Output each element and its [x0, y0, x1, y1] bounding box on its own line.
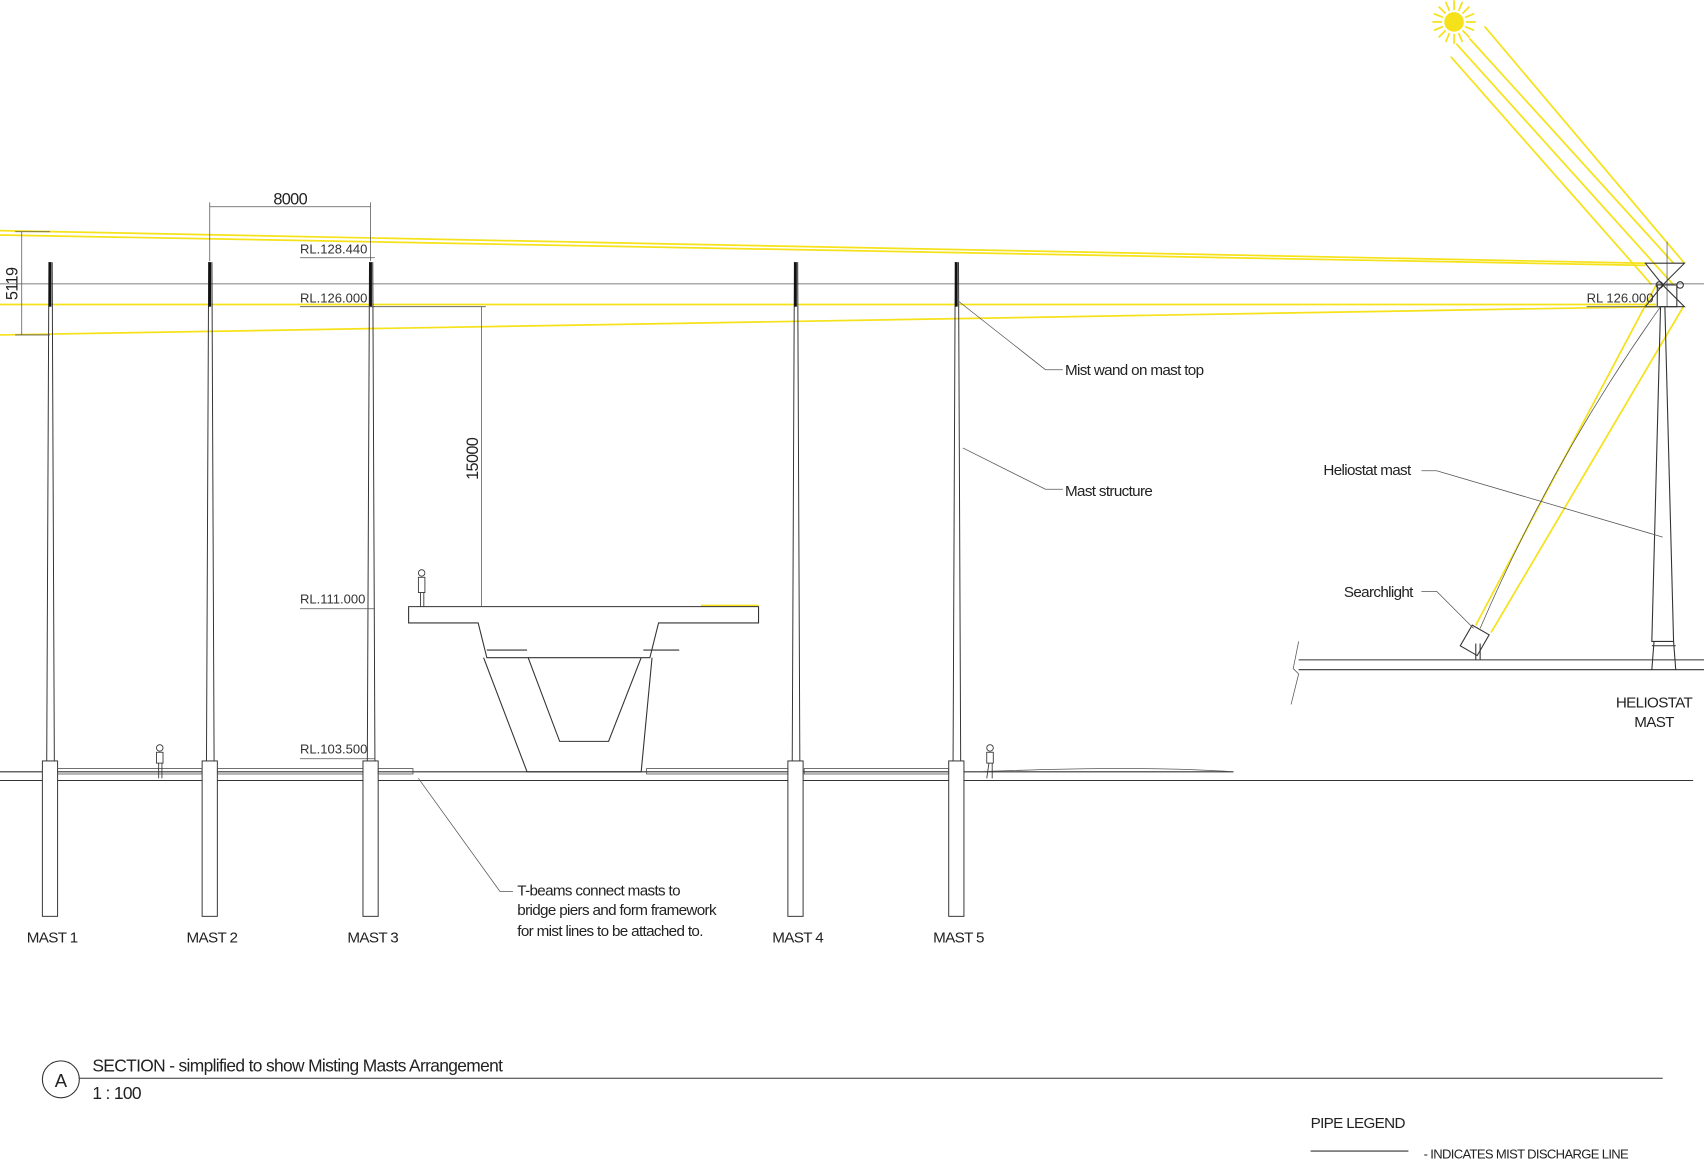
person-figure [156, 569, 994, 779]
t-beam [57, 768, 203, 775]
section-scale: 1 : 100 [92, 1083, 141, 1103]
mast-label-2: MAST 2 [187, 929, 238, 946]
t-beam [803, 768, 950, 775]
dim-deck-height: 15000 [464, 437, 482, 480]
level-rl-103: RL.103.500 [300, 741, 367, 756]
note-tbeams-1: T-beams connect masts to [517, 883, 680, 900]
mast-1 [41, 262, 59, 917]
dimension-lines [15, 202, 486, 607]
mast-2 [201, 262, 218, 917]
mast-4 [787, 262, 804, 917]
heliostat-mast [1459, 241, 1686, 670]
bridge-section [408, 606, 760, 773]
t-beam [377, 768, 414, 775]
section-marker [41, 1060, 80, 1099]
note-searchlight: Searchlight [1344, 584, 1414, 601]
section-title: SECTION - simplified to show Misting Mas… [92, 1056, 503, 1076]
section-marker-letter: A [55, 1070, 68, 1091]
dim-top-height: 5119 [3, 267, 21, 300]
legend-title: PIPE LEGEND [1311, 1115, 1406, 1132]
level-rl-126: RL.126.000 [300, 290, 367, 305]
mast-3 [362, 262, 379, 917]
mast-label-5: MAST 5 [933, 929, 984, 946]
dim-span: 8000 [273, 191, 307, 209]
mast-5 [948, 262, 965, 917]
legend-item: - INDICATES MIST DISCHARGE LINE [1424, 1147, 1629, 1160]
mast-label-4: MAST 4 [772, 929, 824, 946]
masts [41, 262, 965, 917]
heliostat-label-1: HELIOSTAT [1616, 695, 1693, 712]
level-rl-heliostat: RL 126.000 [1587, 290, 1654, 305]
sun-beams [1450, 25, 1686, 286]
mast-label-1: MAST 1 [27, 929, 78, 946]
note-mast-structure: Mast structure [1065, 483, 1152, 500]
note-tbeams-3: for mist lines to be attached to. [517, 923, 703, 940]
level-rl-111: RL.111.000 [300, 591, 365, 606]
note-tbeams-2: bridge piers and form framework [517, 902, 717, 919]
t-beam [646, 768, 789, 775]
mist-light-beams [0, 229, 1685, 634]
heliostat-label-2: MAST [1634, 714, 1674, 731]
note-mist-wand: Mist wand on mast top [1065, 362, 1204, 379]
t-beam [216, 768, 364, 775]
sun-icon [1432, 0, 1476, 44]
mast-label-3: MAST 3 [347, 929, 398, 946]
level-rl-128: RL.128.440 [300, 241, 367, 256]
note-heliostat-mast: Heliostat mast [1323, 462, 1412, 479]
